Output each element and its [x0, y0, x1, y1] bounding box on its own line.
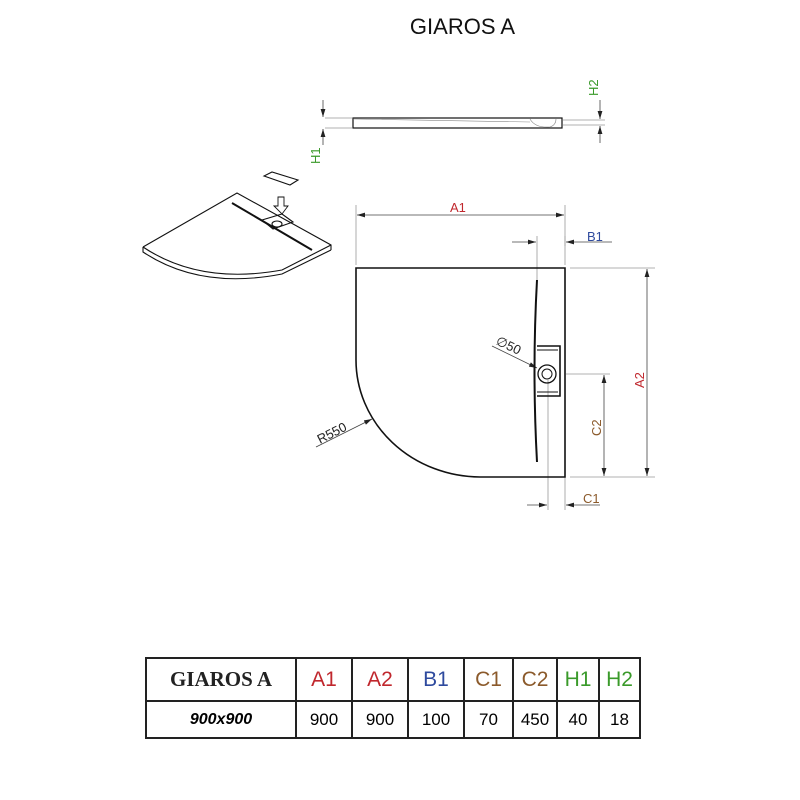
dimension-lines	[315, 100, 650, 508]
label-a1: A1	[450, 200, 466, 215]
dimensions-table: GIAROS A A1 A2 B1 C1 C2 H1 H2 900x900 90…	[145, 657, 641, 739]
header-c2: C2	[512, 657, 558, 702]
drain-cover	[262, 171, 300, 186]
model-name: GIAROS A	[145, 657, 297, 702]
value-a1: 900	[295, 700, 353, 739]
label-radius: R550	[315, 419, 350, 446]
label-c2: C2	[589, 419, 604, 436]
value-h1: 40	[556, 700, 600, 739]
label-h2: H2	[586, 79, 601, 96]
header-c1: C1	[463, 657, 514, 702]
value-b1: 100	[407, 700, 465, 739]
header-h1: H1	[556, 657, 600, 702]
drain-inner	[541, 368, 553, 380]
table-header-row: GIAROS A A1 A2 B1 C1 C2 H1 H2	[145, 657, 641, 702]
label-c1: C1	[583, 491, 600, 506]
tray-side-view	[352, 117, 563, 129]
tray-top-view	[355, 267, 566, 478]
value-h2: 18	[598, 700, 641, 739]
size-cell: 900x900	[145, 700, 297, 739]
header-a2: A2	[351, 657, 409, 702]
label-a2: A2	[632, 372, 647, 388]
tray-isometric-view	[142, 171, 332, 280]
label-h1: H1	[308, 147, 323, 164]
dimension-labels: A1 B1 A2 C2 C1 H1 H2 ∅50 R550	[308, 79, 647, 506]
header-a1: A1	[295, 657, 353, 702]
down-arrow-icon	[272, 196, 289, 215]
label-b1: B1	[587, 229, 603, 244]
header-b1: B1	[407, 657, 465, 702]
value-a2: 900	[351, 700, 409, 739]
dim-diameter-leader	[491, 345, 538, 369]
drain-outer	[537, 364, 557, 384]
table-row: 900x900 900 900 100 70 450 40 18	[145, 700, 641, 739]
dim-radius-leader	[315, 418, 373, 448]
page-title: GIAROS A	[409, 14, 516, 39]
value-c1: 70	[463, 700, 514, 739]
extension-lines	[325, 117, 655, 510]
header-h2: H2	[598, 657, 641, 702]
value-c2: 450	[512, 700, 558, 739]
